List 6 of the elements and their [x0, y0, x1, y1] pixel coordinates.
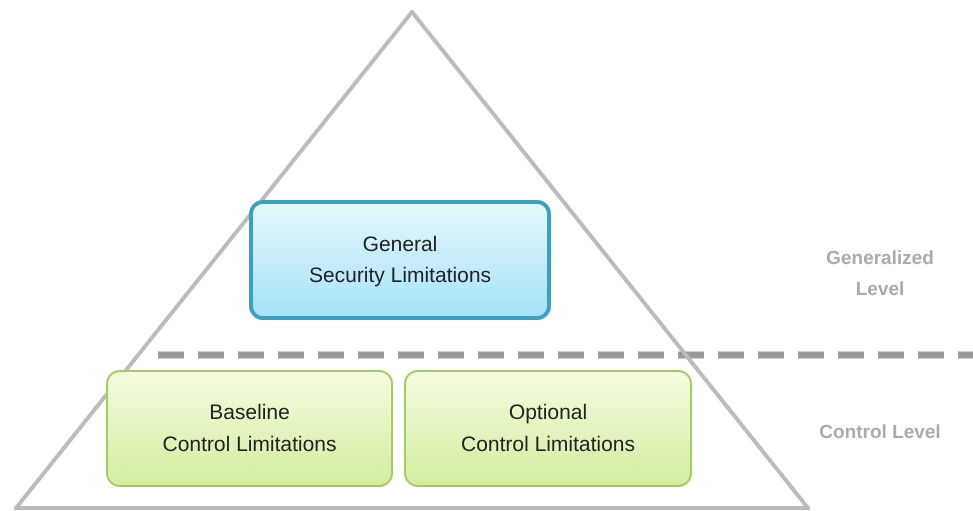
- category-box: Optional Control Limitations: [404, 370, 692, 487]
- category-box: General Security Limitations: [249, 200, 551, 320]
- level-label: Generalized Level: [825, 247, 935, 302]
- level-label: Control Level: [818, 421, 942, 445]
- pyramid-outline: [14, 10, 810, 510]
- category-box: Baseline Control Limitations: [106, 370, 393, 487]
